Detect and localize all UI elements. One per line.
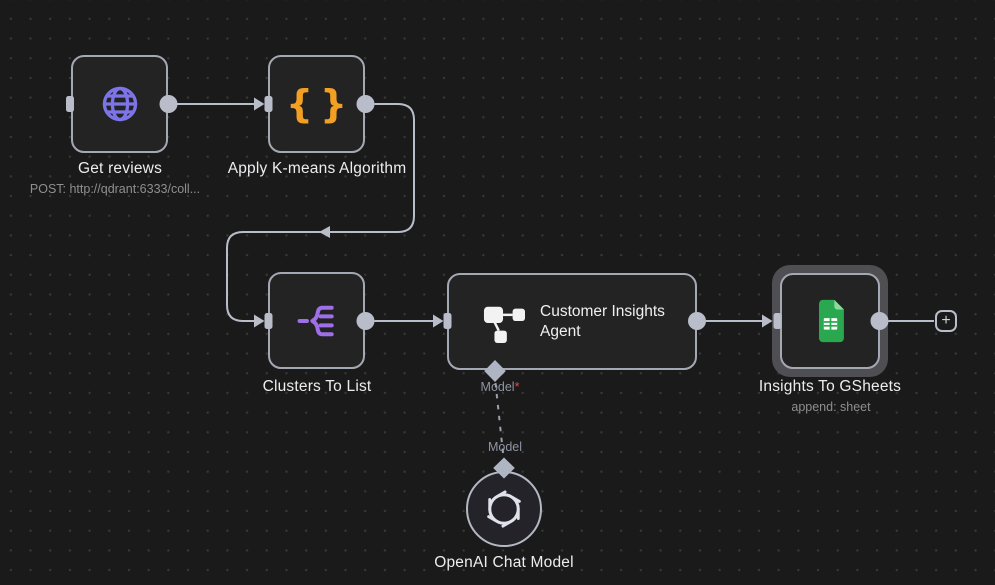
openai-icon [487,490,521,528]
node-label-clusters-to-list: Clusters To List [262,378,372,395]
required-asterisk: * [514,380,520,394]
node-label-apply-kmeans: Apply K-means Algorithm [227,160,407,177]
node-label-openai-chat-model: OpenAI Chat Model [434,554,574,571]
code-braces-icon: {} [285,82,355,126]
node-insights-to-gsheets[interactable] [780,273,880,369]
arrow-into-clusters [254,314,265,328]
google-sheets-icon [818,299,844,343]
globe-icon [102,86,137,122]
arrow-into-agent [433,314,444,328]
openai-model-port-label: Model [487,440,523,454]
split-out-icon [297,305,334,336]
node-label-get-reviews: Get reviews [77,160,163,177]
node-openai-chat-model[interactable] [466,471,542,547]
agent-model-port-label: Model* [480,380,520,394]
node-label-insights-to-gsheets: Insights To GSheets [758,378,902,395]
plus-icon: + [941,312,951,329]
node-clusters-to-list[interactable] [268,272,365,369]
arrow-into-gsheets [762,314,773,328]
add-node-button[interactable]: + [935,310,957,332]
node-label-customer-insights-agent: Customer Insights Agent [540,302,665,340]
node-get-reviews[interactable] [71,55,168,153]
node-apply-kmeans[interactable]: {} [268,55,365,153]
ai-agent-icon [483,306,525,343]
arrow-into-kmeans [254,97,265,111]
mid-arrow-left [319,226,330,238]
node-customer-insights-agent[interactable]: Customer Insights Agent [447,273,697,370]
node-subtitle-get-reviews: POST: http://qdrant:6333/coll... [29,182,201,196]
node-subtitle-insights-to-gsheets: append: sheet [791,400,871,414]
